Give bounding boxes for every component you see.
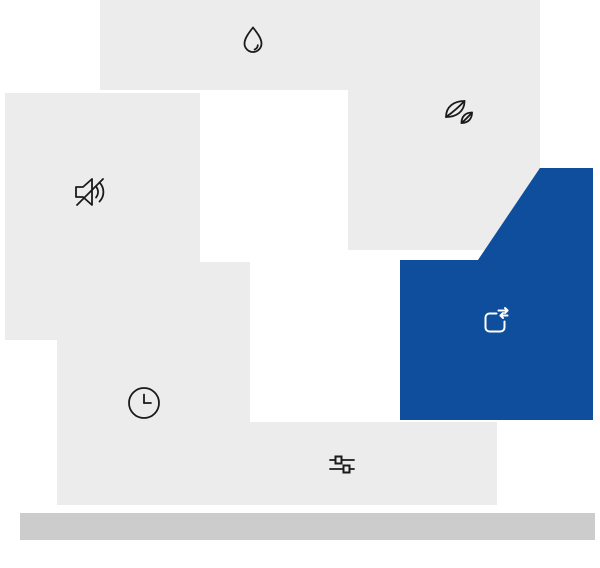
sliders-icon — [327, 449, 357, 479]
leaf-icon — [438, 93, 476, 131]
remote-connect-icon — [477, 304, 513, 340]
speaker-muted-icon — [68, 170, 112, 214]
tile-water[interactable] — [100, 0, 540, 90]
clock-icon — [126, 385, 162, 421]
scrollbar[interactable] — [20, 513, 595, 540]
tile-settings[interactable] — [200, 422, 497, 505]
water-drop-icon — [236, 24, 270, 58]
